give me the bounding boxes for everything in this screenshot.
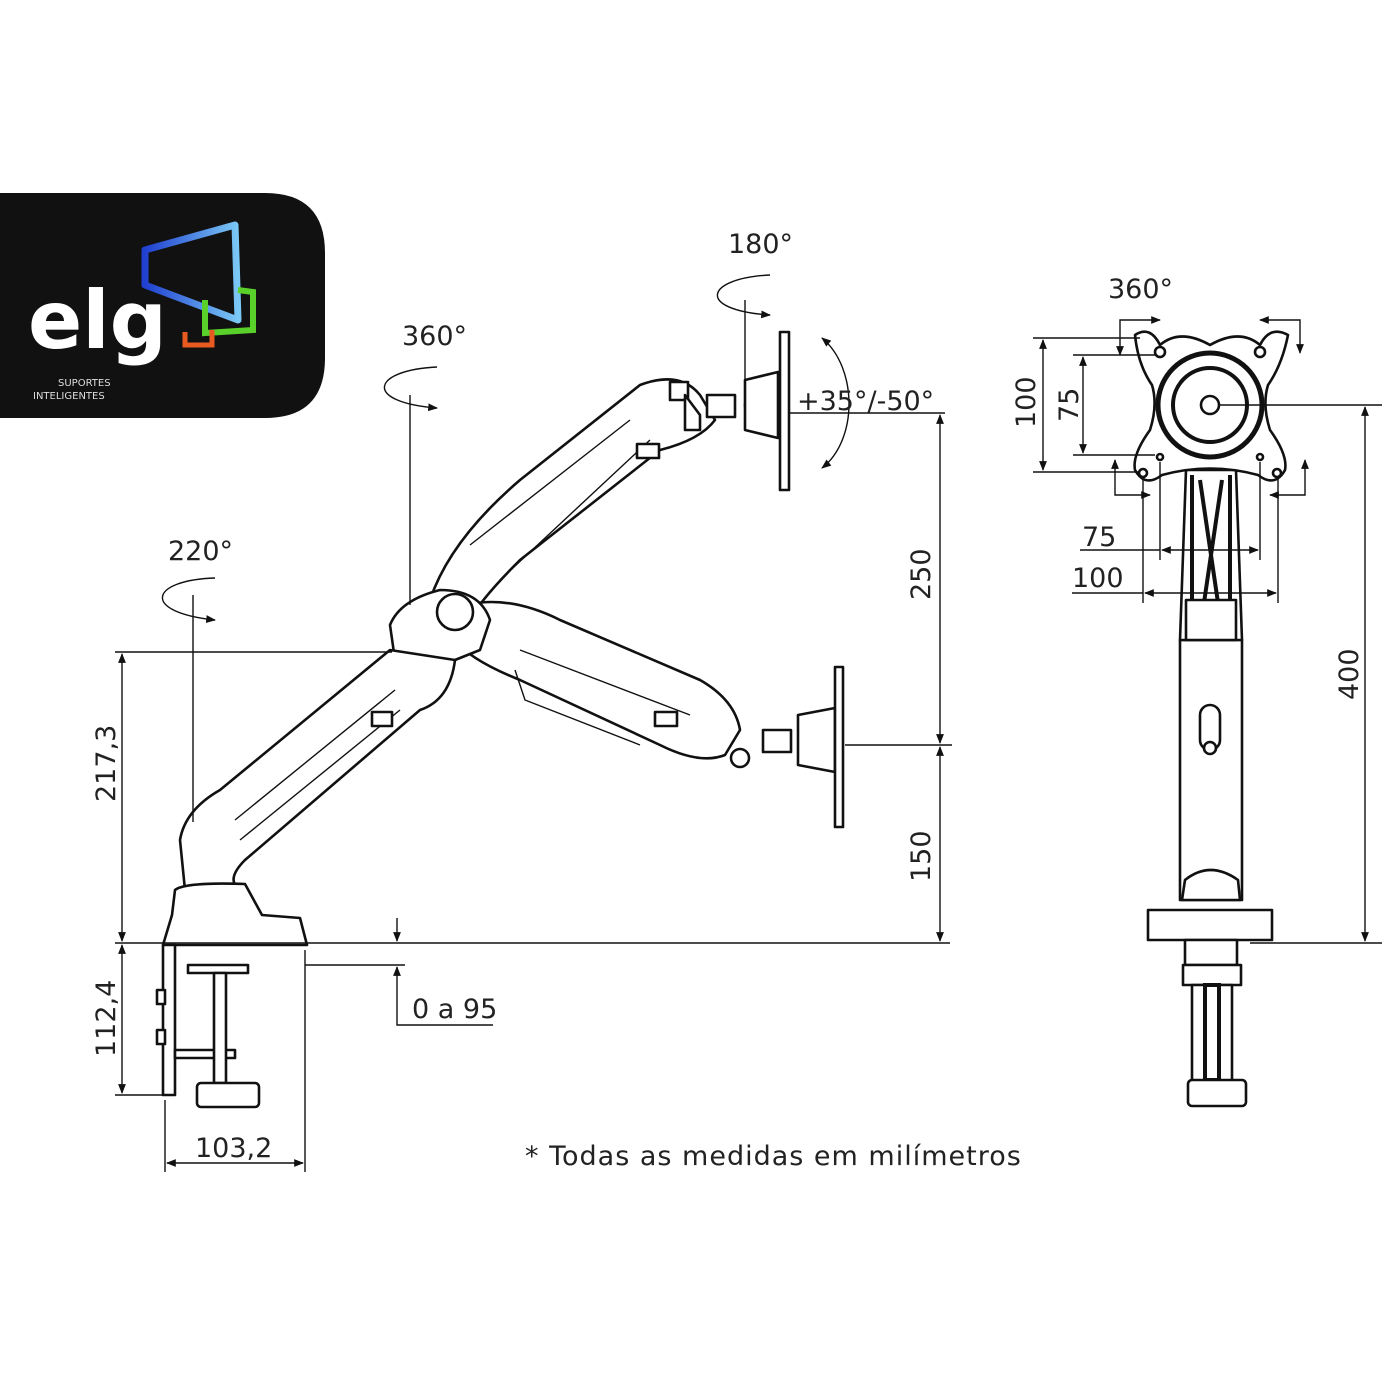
side-dimensions xyxy=(115,274,952,1172)
logo-tagline-2: INTELIGENTES xyxy=(33,391,105,402)
elg-logo: elg SUPORTES INTELIGENTES xyxy=(0,193,325,418)
rotation-base-label: 220° xyxy=(168,536,233,567)
logo-wordmark: elg xyxy=(28,274,167,367)
rotation-head-label: 180° xyxy=(728,229,793,260)
height-upper-label: 250 xyxy=(906,548,937,600)
logo-tagline-1: SUPORTES xyxy=(58,378,111,389)
total-height-label: 400 xyxy=(1334,648,1365,700)
rotation-elbow-label: 360° xyxy=(402,321,467,352)
tilt-label: +35°/-50° xyxy=(797,386,934,417)
front-rotation-label: 360° xyxy=(1108,274,1173,305)
front-view-arm xyxy=(1133,330,1290,1108)
front-dimensions xyxy=(1033,316,1382,944)
clamp-height-label: 112,4 xyxy=(91,980,122,1057)
footnote: * Todas as medidas em milímetros xyxy=(525,1141,1022,1172)
pole-height-label: 217,3 xyxy=(91,725,122,802)
vesa-v-small-label: 75 xyxy=(1054,388,1085,422)
vesa-h-small-label: 75 xyxy=(1082,522,1116,553)
height-lower-label: 150 xyxy=(906,830,937,882)
vesa-v-large-label: 100 xyxy=(1011,376,1042,428)
desk-thickness-label: 0 a 95 xyxy=(412,994,497,1025)
side-view-arm xyxy=(155,330,845,1109)
vesa-h-large-label: 100 xyxy=(1072,563,1124,594)
clamp-depth-label: 103,2 xyxy=(195,1133,272,1164)
